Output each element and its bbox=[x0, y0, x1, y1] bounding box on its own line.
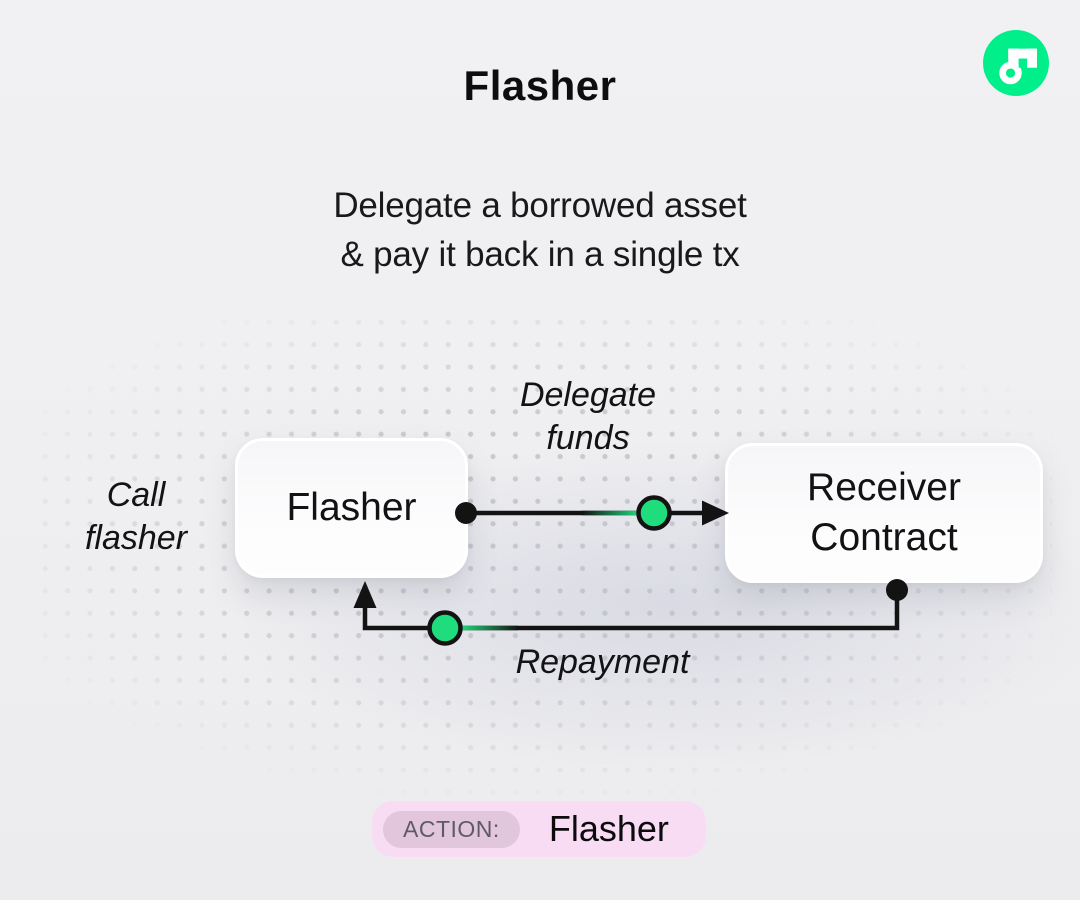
call-flasher-label-line1: Call bbox=[106, 476, 166, 514]
subtitle: Delegate a borrowed asset & pay it back … bbox=[0, 181, 1080, 279]
page-title: Flasher bbox=[463, 62, 617, 109]
flow-logo-svg bbox=[983, 30, 1049, 96]
node-receiver-label-line1: Receiver bbox=[807, 466, 961, 509]
node-receiver-label: Receiver Contract bbox=[807, 463, 961, 563]
delegate-funds-label-line1: Delegate bbox=[519, 376, 657, 414]
node-receiver-label-line2: Contract bbox=[810, 516, 958, 559]
subtitle-line-2: & pay it back in a single tx bbox=[340, 235, 740, 274]
node-receiver-contract: Receiver Contract bbox=[725, 443, 1043, 583]
call-flasher-label: Call flasher bbox=[36, 474, 236, 560]
delegate-funds-label-line2: funds bbox=[546, 419, 630, 457]
node-flasher: Flasher bbox=[235, 438, 468, 578]
action-badge: ACTION: bbox=[383, 810, 520, 848]
call-flasher-label-line2: flasher bbox=[84, 519, 188, 557]
action-pill: ACTION: Flasher bbox=[372, 801, 706, 857]
flow-logo-icon bbox=[983, 30, 1049, 96]
subtitle-line-1: Delegate a borrowed asset bbox=[333, 186, 747, 225]
repayment-label: Repayment bbox=[515, 643, 690, 681]
delegate-funds-label: Delegate funds bbox=[468, 374, 708, 460]
node-flasher-label: Flasher bbox=[286, 486, 417, 529]
action-value: Flasher bbox=[548, 808, 669, 849]
